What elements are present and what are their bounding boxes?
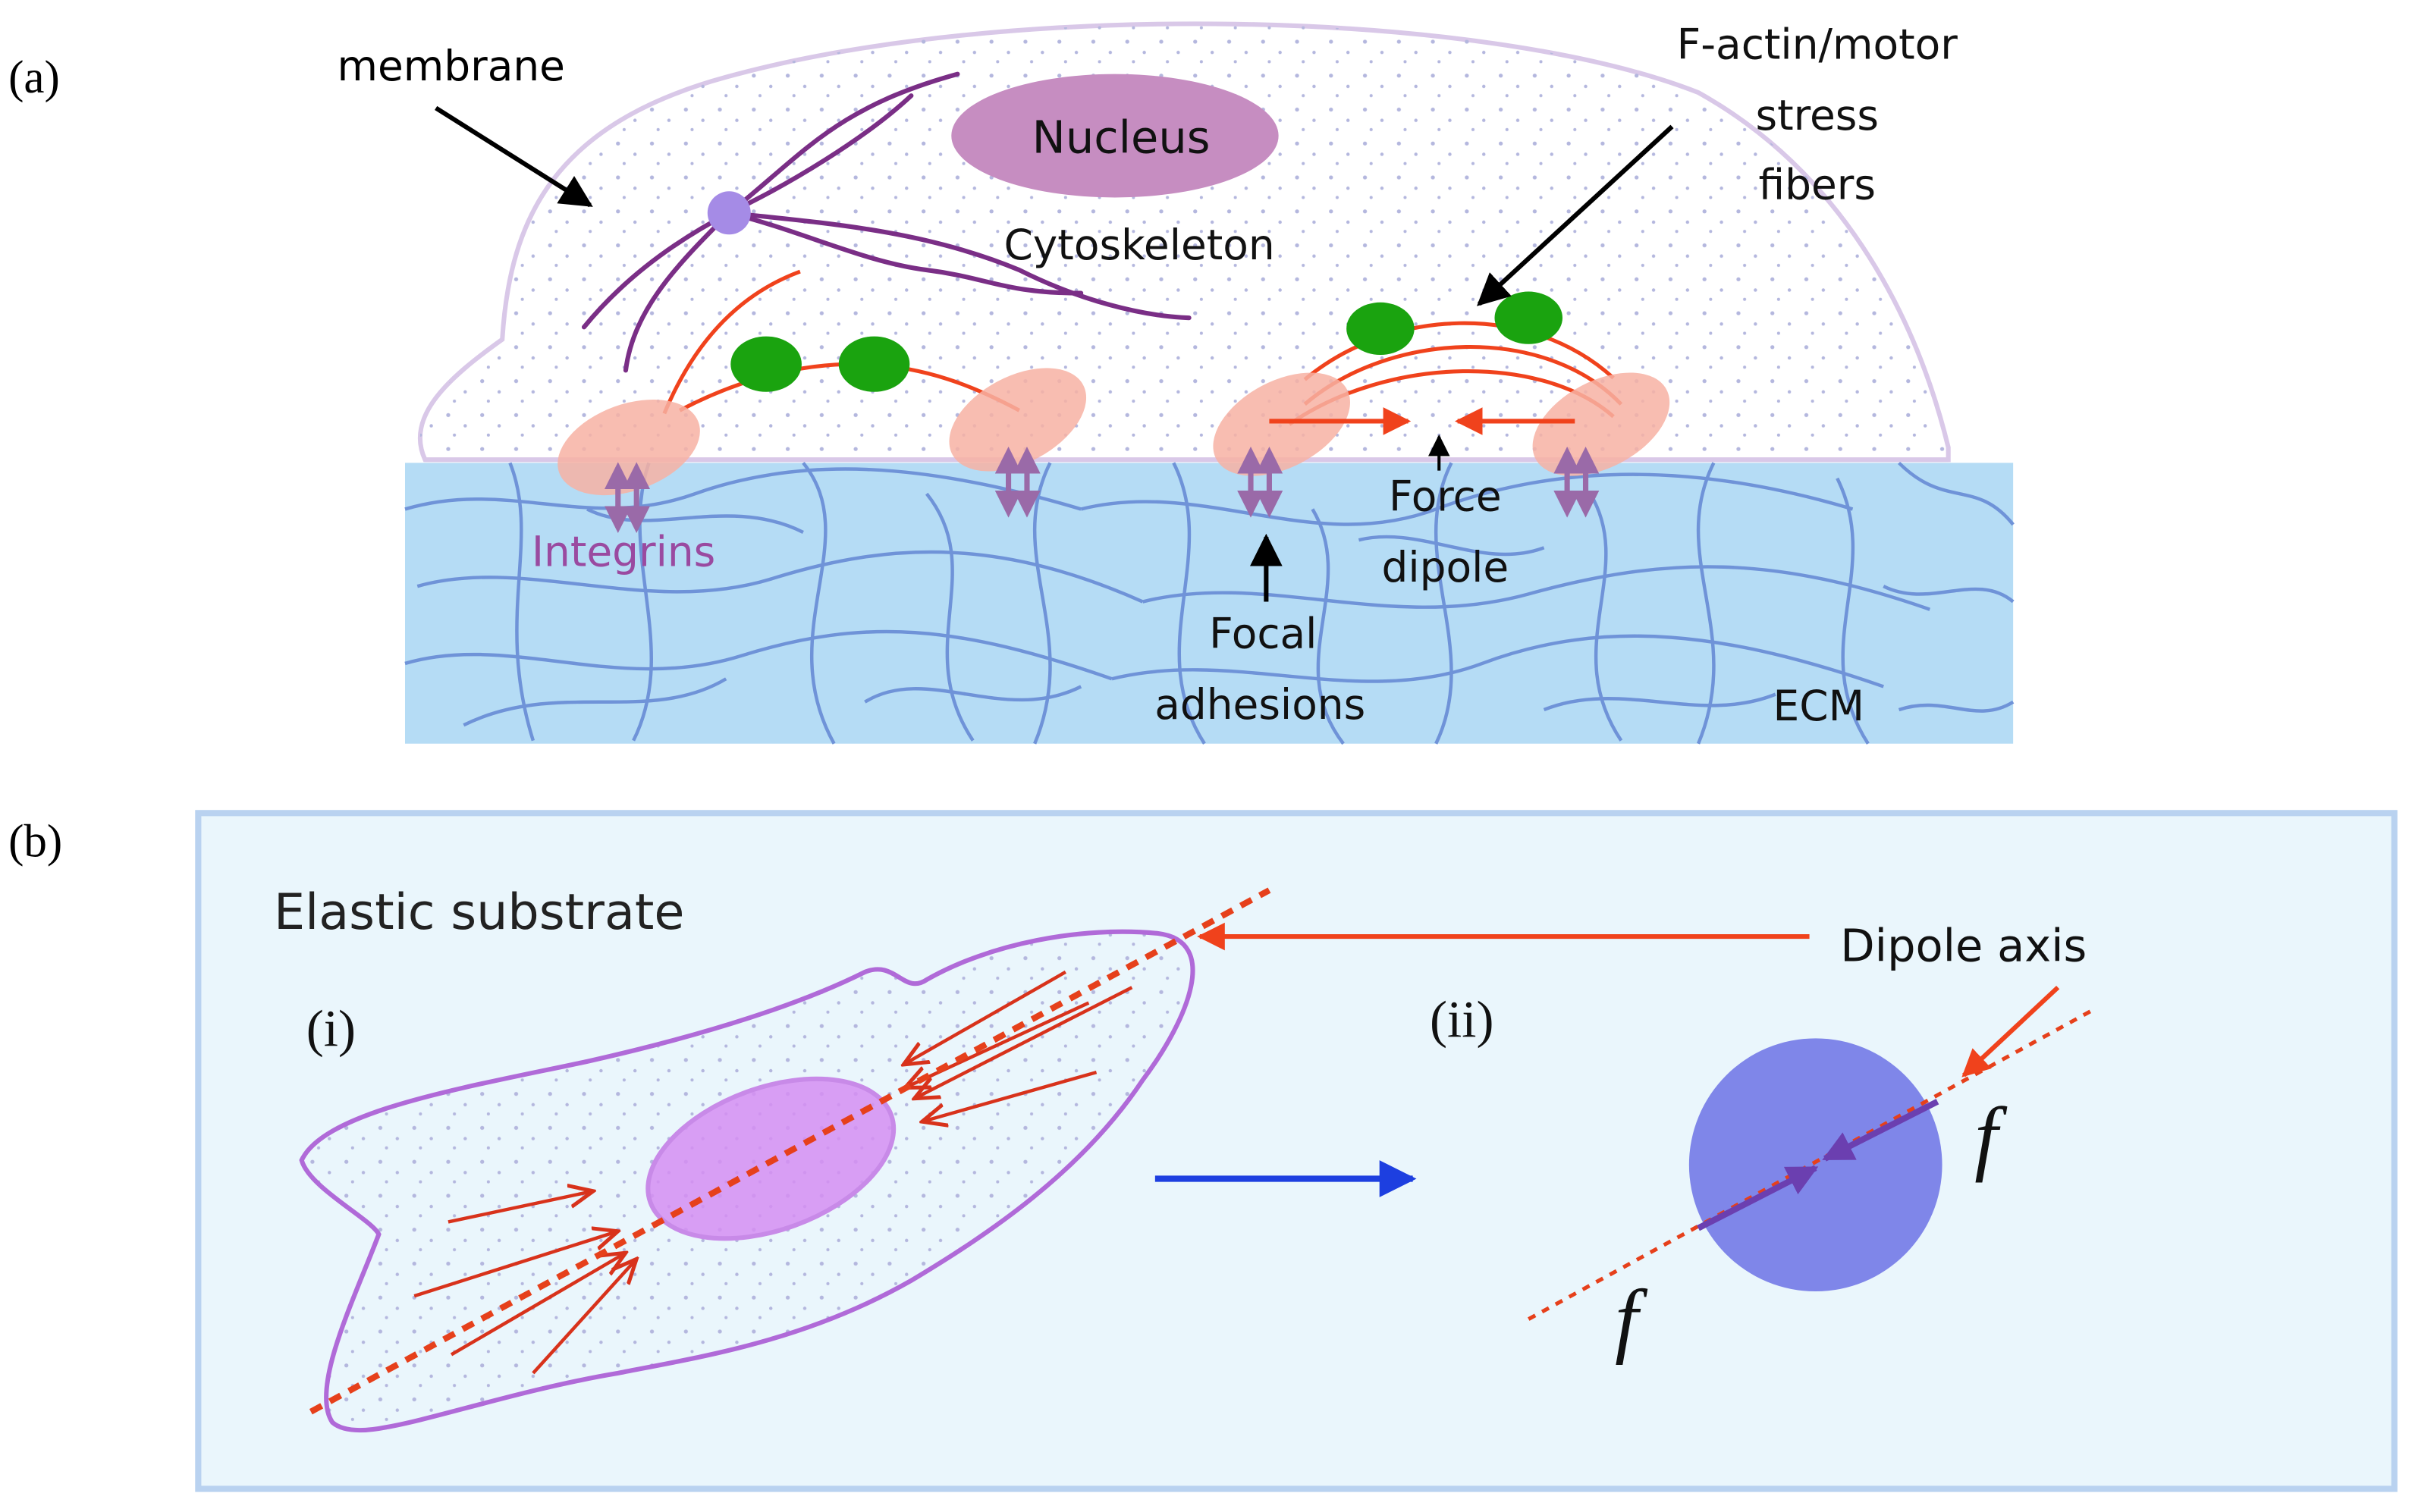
- crosslinker-node: [707, 191, 751, 235]
- sub-label-ii: (ii): [1430, 990, 1494, 1048]
- focal-adhesions: [557, 368, 1670, 496]
- factin-arrow: [1476, 124, 1674, 306]
- panel-a: (a): [8, 20, 2015, 745]
- focal-adhesions-label-line1: Focal: [1209, 610, 1317, 658]
- focal-adhesions-label-line2: adhesions: [1154, 680, 1365, 729]
- force-dipole-label-line2: dipole: [1382, 543, 1509, 591]
- panel-b: (b) Elastic substrate (i): [8, 810, 2398, 1492]
- right-stress-fiber: [1288, 291, 1623, 426]
- myosin-motor: [838, 336, 910, 392]
- ecm-label: ECM: [1773, 682, 1864, 730]
- membrane-label: membrane: [337, 42, 565, 90]
- nucleus-label: Nucleus: [1032, 111, 1211, 163]
- cytoskeleton-filaments: [581, 71, 1192, 373]
- stress-fibers-right: [903, 970, 1133, 1121]
- cytoskeleton-label: Cytoskeleton: [1003, 221, 1274, 269]
- sub-label-i: (i): [306, 999, 356, 1058]
- factin-label-line3: fibers: [1759, 160, 1876, 209]
- dipole-force-arrow: [1697, 1165, 1819, 1231]
- myosin-motor: [1346, 302, 1415, 355]
- focal-adhesion: [949, 368, 1087, 472]
- myosin-motor: [1494, 291, 1563, 344]
- stress-fibers-left: [413, 1191, 636, 1375]
- integrins-label: Integrins: [532, 528, 715, 576]
- dipole-disc: [1688, 1038, 1942, 1292]
- dipole-force-arrow: [1822, 1099, 1939, 1162]
- myosin-motor: [730, 336, 802, 392]
- dipole-axis-label: Dipole axis: [1840, 920, 2087, 972]
- left-stress-fiber: [662, 269, 1020, 415]
- factin-label-line1: F-actin/motor: [1677, 20, 1958, 68]
- cytoplasm-dots: [419, 24, 1949, 460]
- factin-label-line2: stress: [1755, 91, 1879, 140]
- panel-b-label: (b): [8, 816, 62, 867]
- cell-dipole-axis: [309, 887, 1271, 1415]
- cell-body: [417, 21, 1951, 463]
- focal-adhesion: [557, 399, 700, 496]
- integrins: [604, 447, 1600, 533]
- dipole-axis-pointer-point: [1961, 985, 2060, 1078]
- elastic-substrate-label: Elastic substrate: [274, 884, 684, 941]
- force-dipole-label-line1: Force: [1389, 472, 1502, 520]
- elongated-cell: [299, 887, 1271, 1433]
- membrane-arrow: [435, 105, 593, 208]
- ecm-block: [404, 461, 2015, 745]
- panel-a-label: (a): [8, 52, 60, 103]
- nucleus-shape: [951, 74, 1279, 198]
